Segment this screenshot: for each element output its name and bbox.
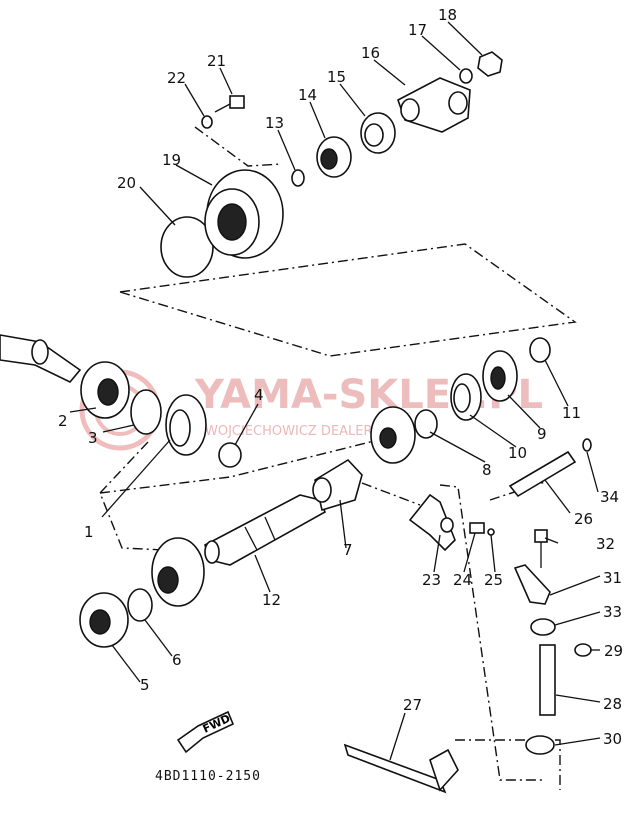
part-6-ring bbox=[127, 588, 153, 622]
callout-18: 18 bbox=[438, 6, 457, 24]
part-11-clip bbox=[529, 337, 551, 363]
callout-31: 31 bbox=[603, 569, 622, 587]
part-1-lower-gear bbox=[151, 537, 205, 607]
callout-33: 33 bbox=[603, 603, 622, 621]
part-12-pinion-shaft bbox=[204, 494, 327, 566]
part-3-ring bbox=[130, 389, 162, 435]
callout-32: 32 bbox=[596, 535, 615, 553]
part-7-dog-clutch bbox=[312, 458, 363, 512]
part-31-lever bbox=[513, 564, 551, 605]
callout-9: 9 bbox=[537, 425, 547, 443]
callout-15: 15 bbox=[327, 68, 346, 86]
callout-14: 14 bbox=[298, 86, 317, 104]
part-9-seal bbox=[482, 350, 518, 402]
callout-13: 13 bbox=[265, 114, 284, 132]
part-4-nut bbox=[218, 442, 242, 468]
part-32-bolt bbox=[534, 529, 548, 568]
callout-12: 12 bbox=[262, 591, 281, 609]
part-2-bearing bbox=[80, 361, 130, 419]
part-13-washer bbox=[291, 169, 305, 187]
part-16-fork bbox=[397, 77, 471, 133]
callout-24: 24 bbox=[453, 571, 472, 589]
callout-22: 22 bbox=[167, 69, 186, 87]
leader-lines bbox=[69, 21, 601, 761]
part-23-shift-fork bbox=[408, 493, 456, 552]
callout-27: 27 bbox=[403, 696, 422, 714]
part-14-bearing bbox=[316, 136, 352, 178]
callout-7: 7 bbox=[343, 541, 353, 559]
part-5-bearing bbox=[79, 592, 129, 648]
axle-shaft bbox=[0, 334, 82, 383]
part-33-bushing bbox=[530, 618, 556, 636]
callout-11: 11 bbox=[562, 404, 581, 422]
part-19-housing bbox=[204, 169, 284, 259]
part-18-nut bbox=[477, 51, 503, 77]
callout-5: 5 bbox=[140, 676, 150, 694]
part-15-bearing bbox=[360, 112, 396, 154]
callout-17: 17 bbox=[408, 21, 427, 39]
part-1-ring-gear bbox=[165, 394, 207, 456]
part-20-disc bbox=[160, 216, 214, 278]
callout-8: 8 bbox=[482, 461, 492, 479]
assembly-outline bbox=[99, 126, 577, 790]
callout-28: 28 bbox=[603, 695, 622, 713]
callout-3: 3 bbox=[88, 429, 98, 447]
callout-20: 20 bbox=[117, 174, 136, 192]
callout-34: 34 bbox=[600, 488, 619, 506]
part-26-shift-shaft bbox=[508, 450, 577, 498]
callout-2: 2 bbox=[58, 412, 68, 430]
callout-29: 29 bbox=[604, 642, 623, 660]
diagram-code: 4BD1110-2150 bbox=[155, 769, 261, 784]
callout-25: 25 bbox=[484, 571, 503, 589]
part-25-ball bbox=[487, 528, 495, 536]
part-10-bearing bbox=[450, 373, 482, 421]
callout-23: 23 bbox=[422, 571, 441, 589]
callout-labels: 1 2 3 4 5 6 7 8 9 10 11 12 13 14 15 16 1… bbox=[58, 6, 623, 748]
part-8-gear bbox=[370, 406, 416, 464]
part-24-spring bbox=[469, 522, 485, 534]
part-29-clip bbox=[574, 643, 592, 657]
part-17-washer bbox=[459, 68, 473, 84]
part-28-shaft bbox=[539, 644, 556, 716]
callout-21: 21 bbox=[207, 52, 226, 70]
callout-30: 30 bbox=[603, 730, 622, 748]
part-30-lever bbox=[525, 735, 555, 755]
callout-16: 16 bbox=[361, 44, 380, 62]
part-34-clip bbox=[582, 438, 592, 452]
fwd-arrow-icon: FWD bbox=[176, 710, 235, 754]
part-8-washer bbox=[414, 409, 438, 439]
part-21-bolt bbox=[214, 95, 245, 113]
part-27-shift-shaft bbox=[343, 743, 459, 794]
callout-26: 26 bbox=[574, 510, 593, 528]
callout-4: 4 bbox=[254, 386, 264, 404]
part-22-washer bbox=[201, 115, 213, 129]
callout-19: 19 bbox=[162, 151, 181, 169]
callout-6: 6 bbox=[172, 651, 182, 669]
callout-1: 1 bbox=[84, 523, 94, 541]
callout-10: 10 bbox=[508, 444, 527, 462]
